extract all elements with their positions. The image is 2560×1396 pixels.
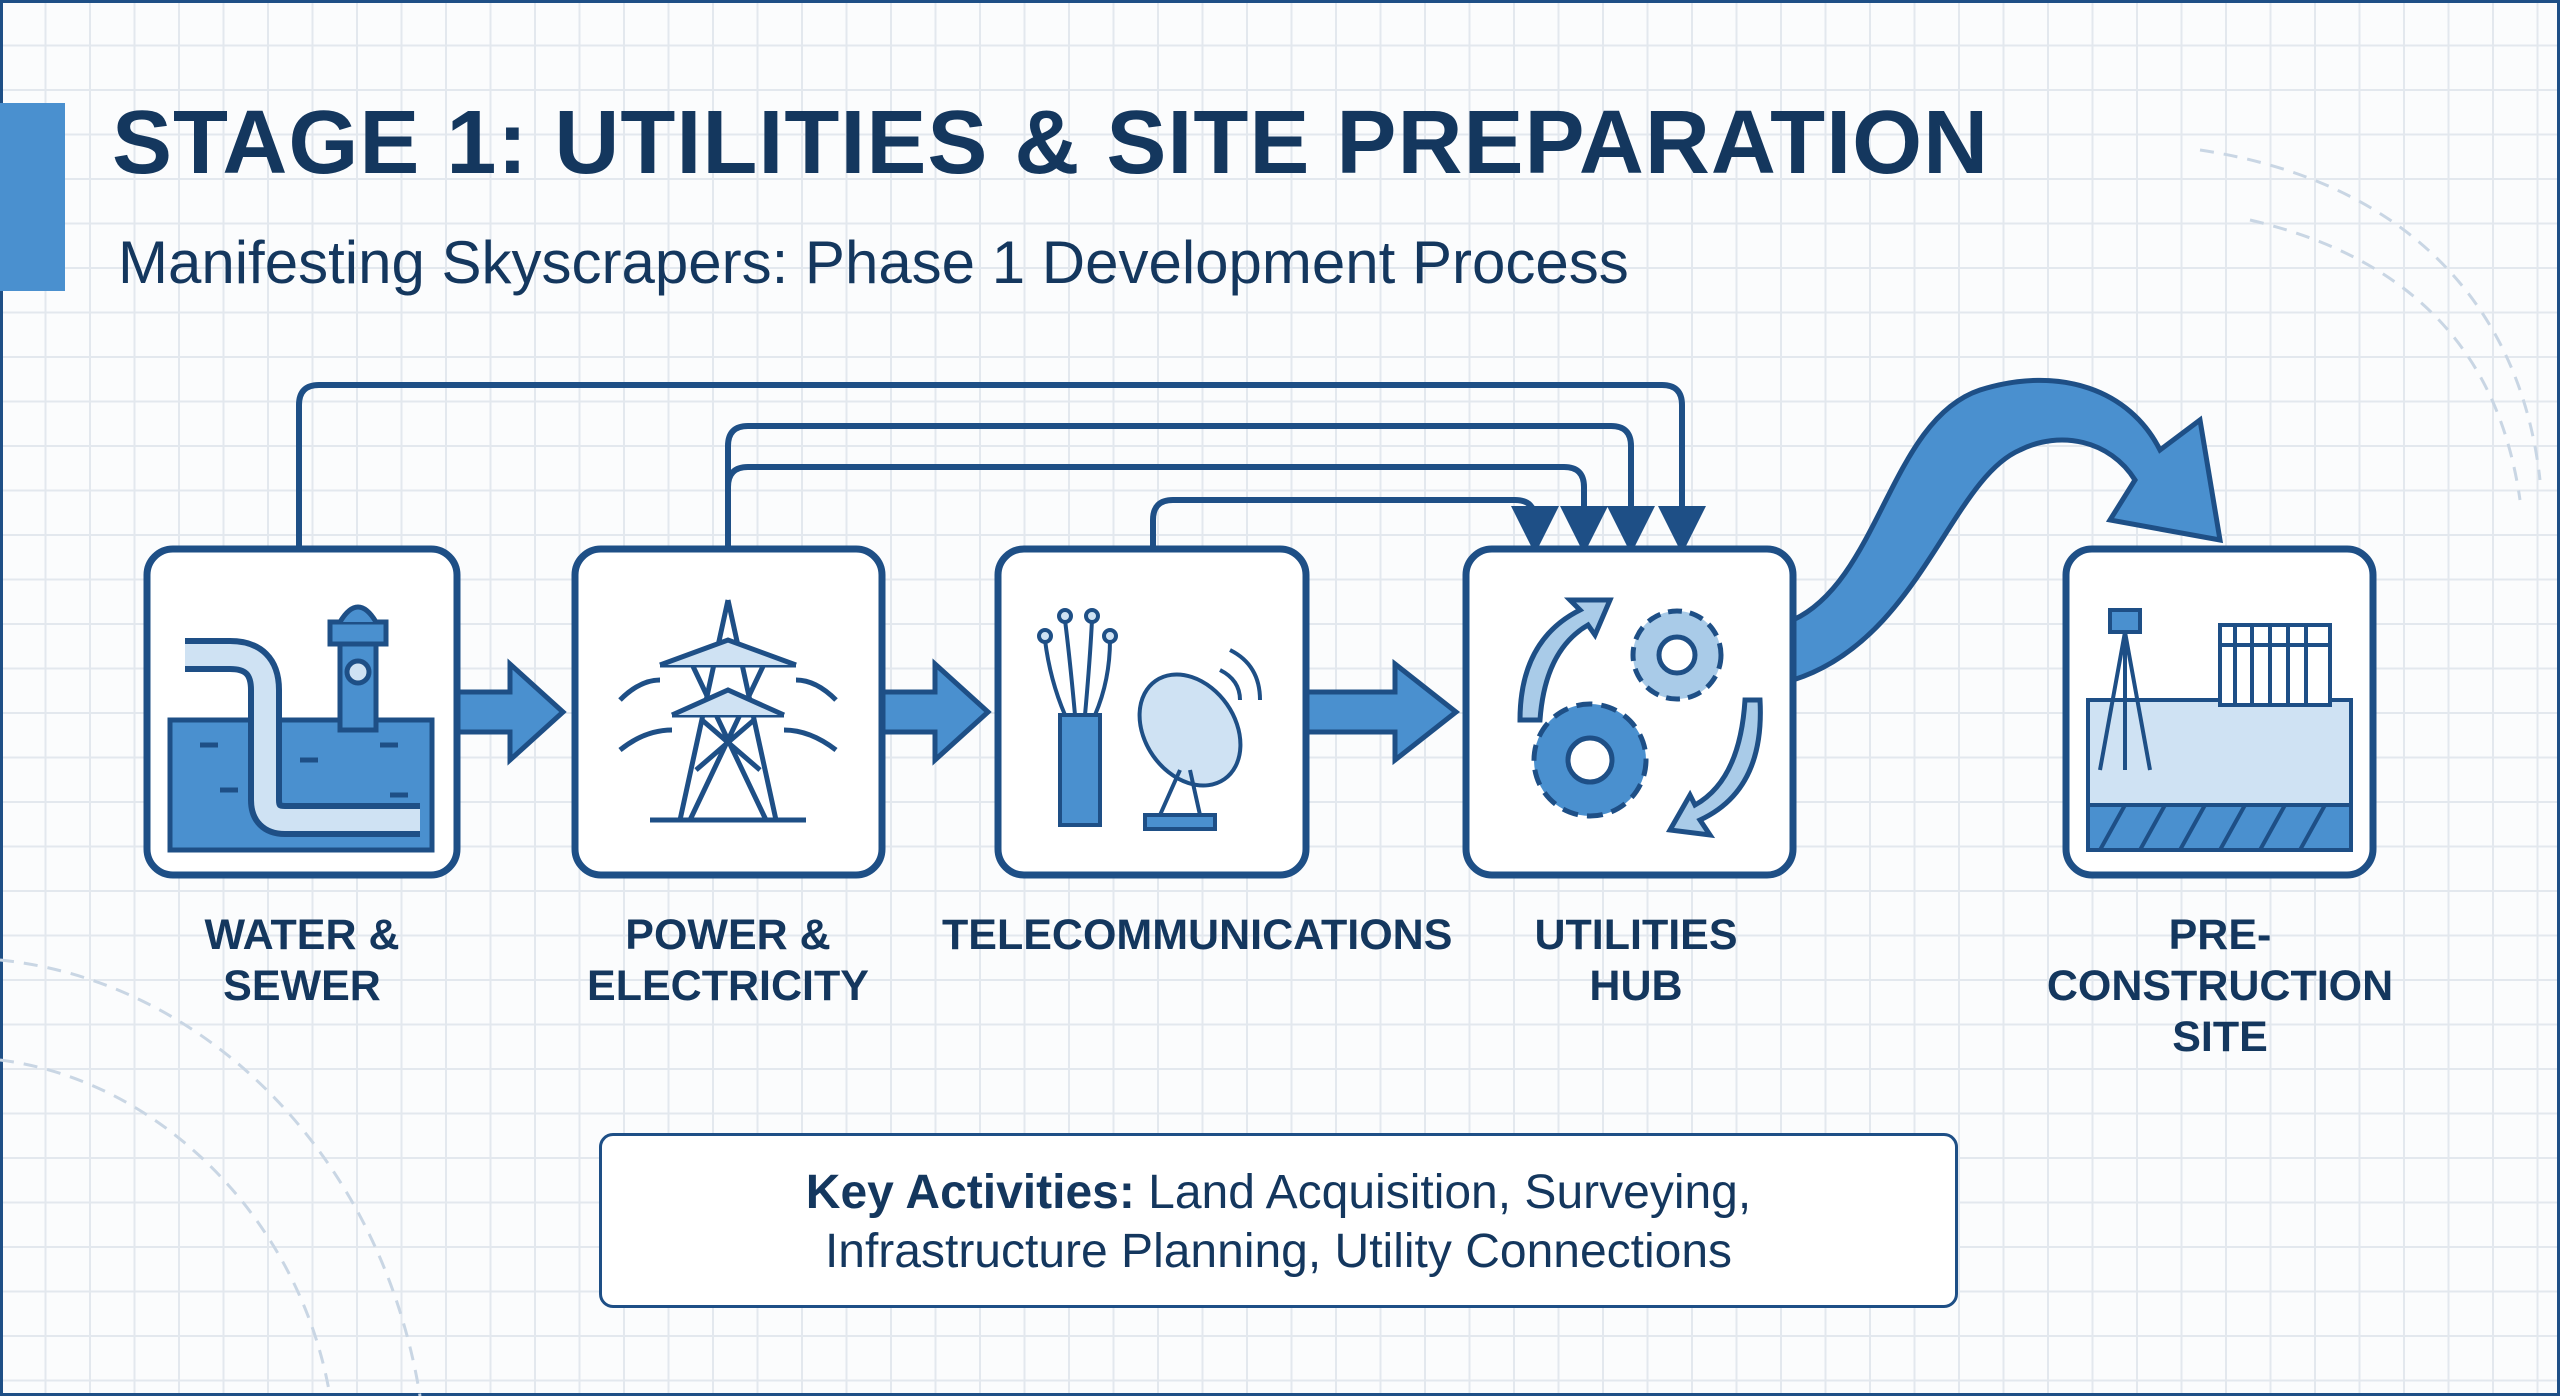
key-activities-line-1: Key Activities: Land Acquisition, Survey…	[602, 1163, 1955, 1222]
stage-label-power: POWER & ELECTRICITY	[518, 910, 938, 1012]
label-line: HUB	[1589, 962, 1683, 1010]
label-line: UTILITIES	[1534, 911, 1738, 959]
page-title: STAGE 1: UTILITIES & SITE PREPARATION	[112, 93, 1990, 193]
connector-water-to-hub	[296, 382, 1706, 554]
label-line: ELECTRICITY	[587, 962, 869, 1010]
connector-power-to-hub-2	[725, 464, 1608, 554]
stage-label-hub: UTILITIES HUB	[1426, 910, 1846, 1012]
label-line: SITE	[2172, 1013, 2268, 1061]
stage-label-telecom: TELECOMMUNICATIONS	[942, 910, 1453, 961]
connector-power-to-hub-1	[725, 423, 1655, 554]
arrow-right-icon	[879, 658, 992, 766]
curved-arrow-icon	[1790, 377, 2224, 684]
arrow-right-icon	[454, 658, 567, 766]
label-line: PRE-CONSTRUCTION	[2046, 911, 2394, 1010]
arrow-right-icon	[1303, 658, 1461, 766]
fiber-satellite-icon	[1037, 608, 1262, 831]
key-activities-box: Key Activities: Land Acquisition, Survey…	[599, 1133, 1958, 1308]
label-line: WATER &	[204, 911, 400, 959]
stage-label-water: WATER & SEWER	[92, 910, 512, 1012]
key-activities-label: Key Activities:	[805, 1166, 1135, 1219]
connector-telecom-to-hub	[1150, 497, 1559, 554]
label-line: SEWER	[223, 962, 381, 1010]
power-tower-icon	[618, 599, 838, 823]
connector-lines	[296, 382, 1706, 554]
title-accent-bar	[0, 103, 65, 291]
label-line: TELECOMMUNICATIONS	[942, 911, 1453, 959]
key-activities-line-2: Infrastructure Planning, Utility Connect…	[824, 1225, 1733, 1278]
label-line: POWER &	[625, 911, 831, 959]
flow-arrows	[454, 658, 1461, 766]
page-subtitle: Manifesting Skyscrapers: Phase 1 Develop…	[118, 229, 1629, 296]
gears-cycle-icon	[1517, 597, 1763, 839]
water-pipe-hydrant-icon	[167, 604, 435, 853]
survey-tripod-fence-icon	[2086, 608, 2353, 852]
stage-label-preconstruction: PRE-CONSTRUCTION SITE	[2010, 910, 2430, 1063]
key-activities-text: Land Acquisition, Surveying,	[1148, 1166, 1752, 1219]
decorative-arcs	[0, 148, 2542, 1396]
